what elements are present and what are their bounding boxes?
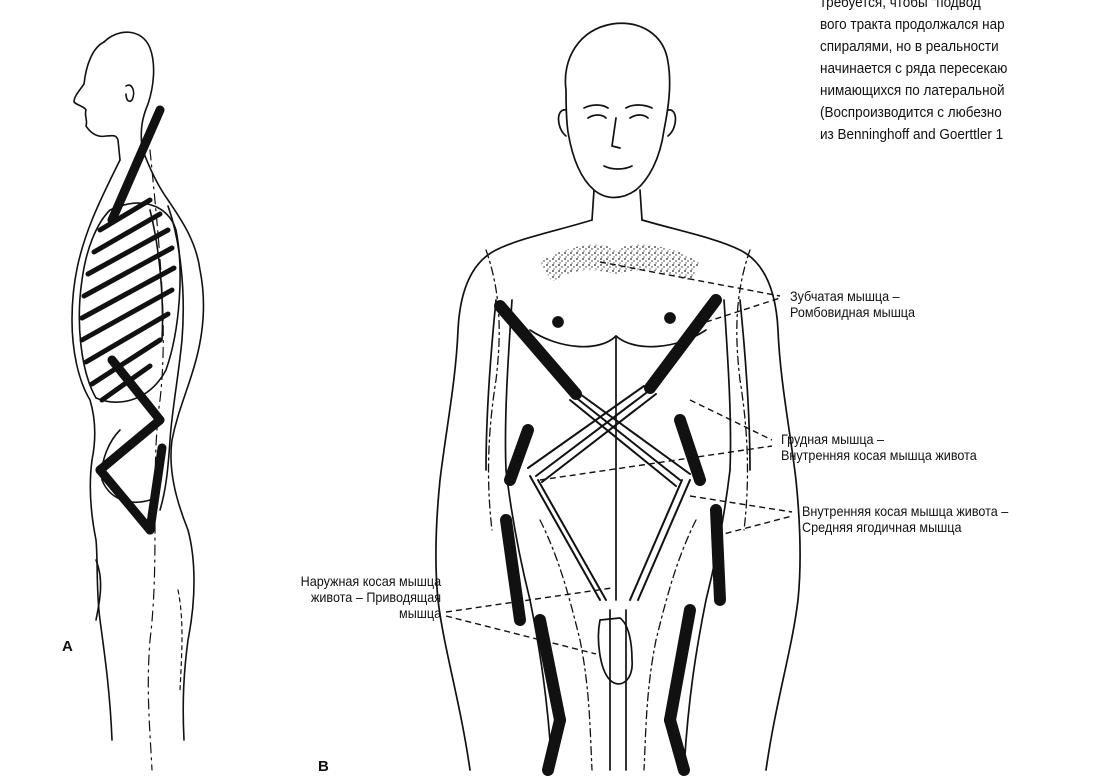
front-ears <box>559 110 676 136</box>
caption-line: из Benninghoff and Goerttler 1 <box>820 124 1073 146</box>
panel-letter-b: B <box>318 758 329 775</box>
label-line: мышца <box>301 605 441 621</box>
label-ext-oblique-adductor: Наружная косая мышца живота – Приводящая… <box>301 573 441 621</box>
leader-ext-oblique-1 <box>446 588 612 612</box>
label-line: Ромбовидная мышца <box>790 304 915 320</box>
label-line: живота – Приводящая <box>301 589 441 605</box>
leader-lines <box>446 262 792 654</box>
leader-int-oblique-1 <box>690 496 792 512</box>
side-head-outline <box>74 42 120 160</box>
label-line: Наружная косая мышца <box>301 573 441 589</box>
figure-b-front-view <box>436 23 800 770</box>
caption-line: начинается с ряда пересекаю <box>820 58 1073 80</box>
front-head-outline <box>565 23 669 197</box>
figure-caption: требуется, чтобы "подвод вого тракта про… <box>820 0 1073 185</box>
label-int-oblique-gluteus: Внутренняя косая мышца живота – Средняя … <box>802 503 1008 535</box>
leader-pectoral-2 <box>540 446 772 480</box>
front-nose-mouth <box>604 118 632 169</box>
panel-letter-a: A <box>62 638 73 655</box>
side-front-outline <box>72 160 120 740</box>
label-line: Грудная мышца – <box>781 431 977 447</box>
label-line: Зубчатая мышца – <box>790 288 915 304</box>
label-line: Внутренняя косая мышца живота – <box>802 503 1008 519</box>
label-line: Средняя ягодичная мышца <box>802 519 1008 535</box>
caption-line: нимающихся по латеральной <box>820 80 1073 102</box>
label-serratus-rhomboid: Зубчатая мышца – Ромбовидная мышца <box>790 288 915 320</box>
caption-line: требуется, чтобы "подвод <box>820 0 1073 14</box>
caption-line: вого тракта продолжался нар <box>820 14 1073 36</box>
front-genital <box>598 618 632 684</box>
caption-line: (Воспроизводится с любезно <box>820 102 1073 124</box>
leader-int-oblique-2 <box>716 516 792 536</box>
front-eyes <box>584 105 652 118</box>
figure-a-side-view <box>72 32 203 770</box>
front-torso-left <box>436 220 592 770</box>
caption-line: спиралями, но в реальности <box>820 36 1073 58</box>
label-pectoral-int-oblique: Грудная мышца – Внутренняя косая мышца ж… <box>781 431 977 463</box>
label-line: Внутренняя косая мышца живота <box>781 447 977 463</box>
